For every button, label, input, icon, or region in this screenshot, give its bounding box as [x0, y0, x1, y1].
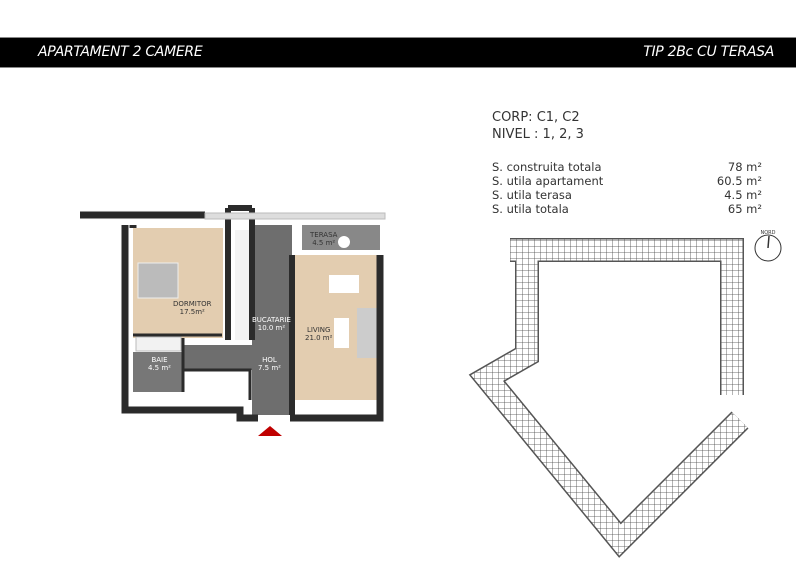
terasa-table — [338, 236, 350, 248]
area-label: S. utila totala — [492, 202, 569, 216]
apartment-title: APARTAMENT 2 CAMERE — [38, 44, 203, 60]
site-plan — [468, 238, 749, 558]
area-label: S. construita totala — [492, 160, 602, 174]
dining-table — [329, 275, 359, 293]
area-row: S. utila totala 65 m² — [492, 202, 762, 216]
baie-floor — [133, 352, 183, 392]
coffee-table — [334, 318, 349, 348]
area-value: 60.5 m² — [716, 174, 762, 188]
area-label: S. utila apartament — [492, 174, 604, 188]
sofa — [357, 308, 379, 358]
north-compass-icon — [754, 234, 782, 262]
area-row: S. construita totala 78 m² — [492, 160, 762, 174]
header-banner: APARTAMENT 2 CAMERE TIP 2Bc CU TERASA — [0, 37, 796, 68]
apartment-type: TIP 2Bc CU TERASA — [643, 44, 774, 60]
area-label: S. utila terasa — [492, 188, 572, 202]
area-value: 65 m² — [727, 202, 762, 216]
info-panel: CORP: C1, C2 NIVEL : 1, 2, 3 S. construi… — [492, 109, 762, 216]
entrance-arrow-icon — [258, 426, 282, 436]
apartment-plan — [80, 205, 386, 422]
compass-label: NORD — [760, 230, 776, 236]
hol-floor — [183, 345, 293, 370]
corp-text: CORP: C1, C2 — [492, 110, 580, 125]
kitchen-counter — [235, 230, 250, 340]
area-row: S. utila apartament 60.5 m² — [492, 174, 762, 188]
nivel-text: NIVEL : 1, 2, 3 — [492, 127, 584, 142]
bucatarie-floor — [252, 225, 292, 415]
bed — [137, 262, 179, 299]
area-row: S. utila terasa 4.5 m² — [492, 188, 762, 202]
area-value: 4.5 m² — [724, 188, 762, 202]
bathtub — [135, 336, 182, 352]
area-value: 78 m² — [727, 160, 762, 174]
